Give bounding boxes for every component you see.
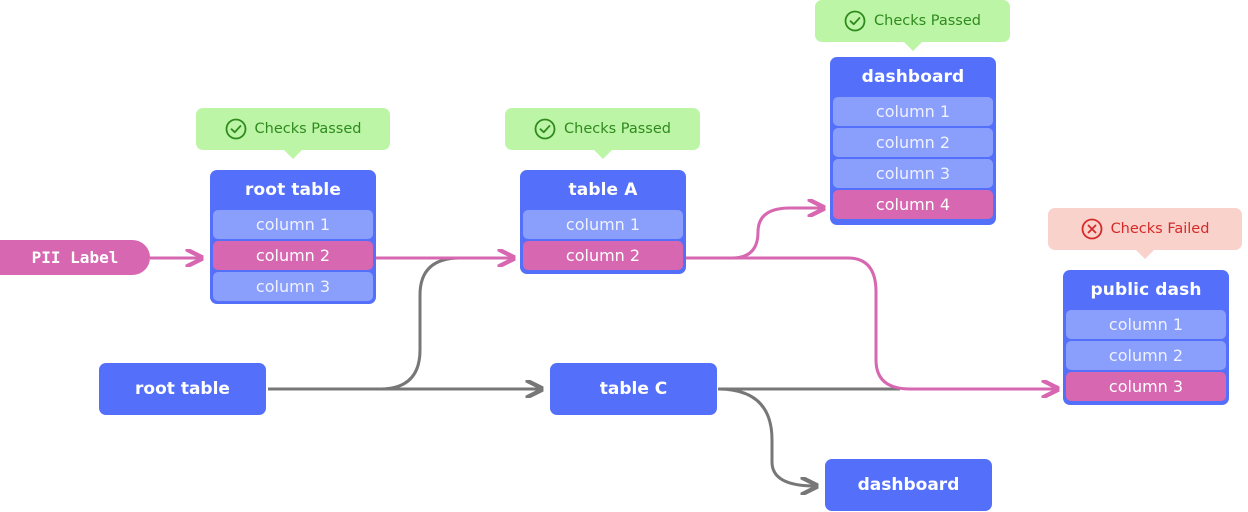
check-circle-icon	[844, 10, 866, 32]
node-title: table A	[568, 180, 638, 200]
column-item[interactable]: column 1	[833, 97, 993, 126]
column-item[interactable]: column 2	[833, 128, 993, 157]
node-public-dash[interactable]: public dash column 1 column 2 column 3	[1063, 270, 1229, 405]
node-dashboard-2[interactable]: dashboard	[825, 459, 992, 511]
node-title: root table	[135, 379, 230, 399]
column-item[interactable]: column 3	[833, 159, 993, 188]
edge-tablec-to-dashboard2	[717, 387, 815, 486]
badge-public-dash: Checks Failed	[1048, 208, 1242, 259]
column-item-pii[interactable]: column 3	[1066, 372, 1226, 401]
edge-tablea-to-dashboard	[686, 208, 822, 260]
node-root-table[interactable]: root table column 1 column 2 column 3	[210, 170, 376, 304]
column-item[interactable]: column 1	[1066, 310, 1226, 339]
node-title: dashboard	[861, 67, 965, 87]
node-dashboard[interactable]: dashboard column 1 column 2 column 3 col…	[830, 57, 996, 225]
edge-root2-to-tablea	[379, 256, 461, 391]
badge-label: Checks Passed	[874, 13, 981, 29]
pii-label[interactable]: PII Label	[0, 240, 150, 275]
node-title: public dash	[1090, 280, 1202, 300]
node-table-a[interactable]: table A column 1 column 2	[520, 170, 686, 274]
node-title: root table	[245, 180, 341, 200]
badge-root-table: Checks Passed	[196, 108, 390, 159]
badge-dashboard: Checks Passed	[815, 0, 1010, 51]
x-circle-icon	[1081, 218, 1102, 240]
column-item-pii[interactable]: column 2	[523, 241, 683, 270]
column-item[interactable]: column 1	[523, 210, 683, 239]
column-item[interactable]: column 3	[213, 272, 373, 301]
node-table-c[interactable]: table C	[550, 363, 717, 415]
badge-label: Checks Passed	[564, 121, 671, 137]
check-circle-icon	[225, 118, 246, 140]
column-item-pii[interactable]: column 2	[213, 241, 373, 270]
column-item-pii[interactable]: column 4	[833, 190, 993, 219]
badge-label: Checks Passed	[254, 121, 362, 137]
node-title: table C	[599, 379, 668, 399]
node-title: dashboard	[857, 475, 960, 495]
check-circle-icon	[534, 118, 556, 140]
column-item[interactable]: column 1	[213, 210, 373, 239]
badge-table-a: Checks Passed	[505, 108, 700, 159]
node-root-table-2[interactable]: root table	[99, 363, 266, 415]
column-item[interactable]: column 2	[1066, 341, 1226, 370]
edge-tablea-to-publicdash	[686, 256, 1056, 389]
badge-label: Checks Failed	[1110, 221, 1210, 237]
